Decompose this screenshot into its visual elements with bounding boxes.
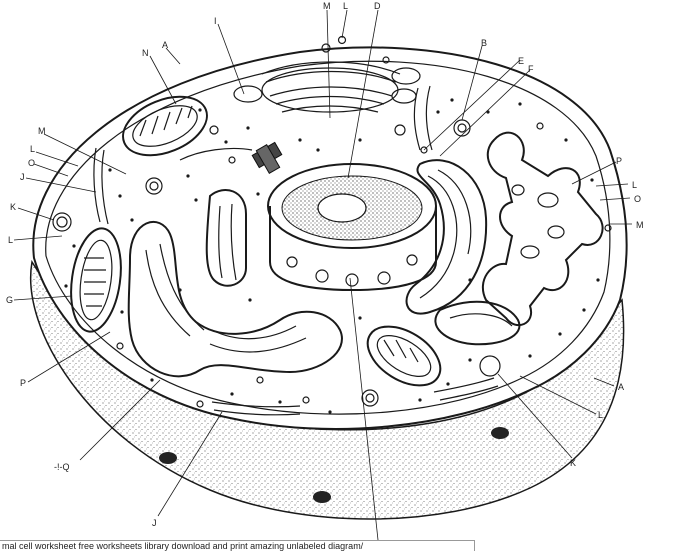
leader-lines [13,9,632,541]
mitochondrion-left [70,227,122,333]
smooth-er [481,131,604,327]
label-l-right: L [632,180,637,190]
label-p-left: P [20,378,26,388]
label-o-left: O [28,158,35,168]
label-i: I [214,16,217,26]
microtubules [93,85,499,416]
nuclear-pore [406,254,418,266]
nuclear-pore [345,273,359,287]
label-q: -!-Q [54,462,70,472]
label-j-bottom: J [152,518,157,528]
label-d: D [374,1,381,11]
ribosomes [64,98,600,414]
labels: M L D I A N B E F M L O J K L G P P L O … [6,1,644,528]
label-l-top: L [343,1,348,11]
nuclear-pore [286,256,298,268]
rough-er-left [127,189,343,378]
label-m-top: M [323,1,331,11]
label-l-left1: L [30,144,35,154]
label-a-right: A [618,382,624,392]
centrioles [251,141,283,174]
nuclear-pore [377,271,391,285]
label-l-left2: L [8,235,13,245]
mitochondrion [122,95,208,157]
label-a-top: A [162,40,168,50]
label-b: B [481,38,487,48]
label-e: E [518,56,524,66]
label-l-bottom: L [598,410,603,420]
inner-membrane-line [45,60,611,415]
nucleus [267,163,437,292]
mitochondrion-bottom [366,325,442,387]
nuclear-pore [315,269,329,283]
nucleolus [317,193,367,223]
rough-er-right [405,159,521,346]
label-k-bottom: K [570,458,576,468]
source-caption: mal cell worksheet free worksheets libra… [0,540,475,551]
surface-pit [159,452,177,464]
label-m-left: M [38,126,46,136]
surface-pit [313,491,331,503]
label-o-right: O [634,194,641,204]
surface-pit [491,427,509,439]
golgi-apparatus [233,61,421,113]
label-m-right: M [636,220,644,230]
label-k-left: K [10,202,16,212]
label-g: G [6,295,13,305]
vesicles [52,35,612,408]
label-p-right: P [616,156,622,166]
label-f: F [528,64,534,74]
label-j-left: J [20,172,25,182]
label-n: N [142,48,149,58]
